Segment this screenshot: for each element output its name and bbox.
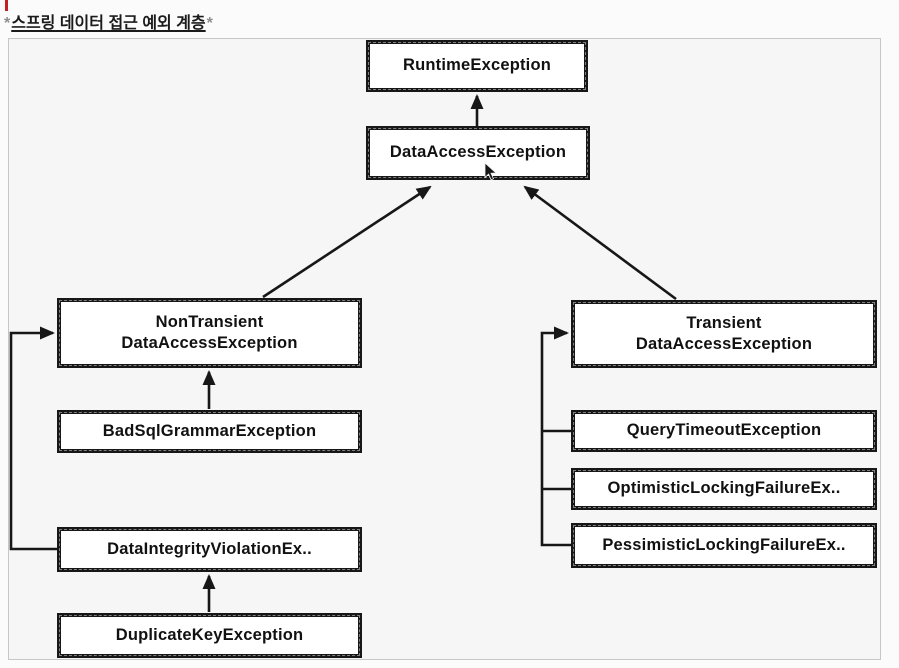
- node-data-integrity-violation-exception: DataIntegrityViolationEx..: [57, 527, 362, 572]
- node-optimistic-locking-failure-exception: OptimisticLockingFailureEx..: [571, 468, 877, 510]
- node-bad-sql-grammar-exception: BadSqlGrammarException: [57, 410, 362, 453]
- title-prefix-asterisk: *: [4, 15, 11, 32]
- title-text: 스프링 데이터 접근 예외 계층: [11, 15, 206, 32]
- page-title: *스프링 데이터 접근 예외 계층*: [3, 9, 214, 33]
- node-transient-data-access-exception: Transient DataAccessException: [571, 300, 877, 368]
- node-data-access-exception: DataAccessException: [366, 126, 590, 180]
- node-pessimistic-locking-failure-exception: PessimisticLockingFailureEx..: [571, 523, 877, 568]
- red-caret-marker: [5, 0, 8, 11]
- node-query-timeout-exception: QueryTimeoutException: [571, 410, 877, 452]
- node-duplicate-key-exception: DuplicateKeyException: [57, 613, 362, 658]
- node-runtime-exception: RuntimeException: [366, 40, 588, 92]
- title-suffix-asterisk: *: [206, 15, 213, 32]
- node-non-transient-data-access-exception: NonTransient DataAccessException: [57, 298, 362, 368]
